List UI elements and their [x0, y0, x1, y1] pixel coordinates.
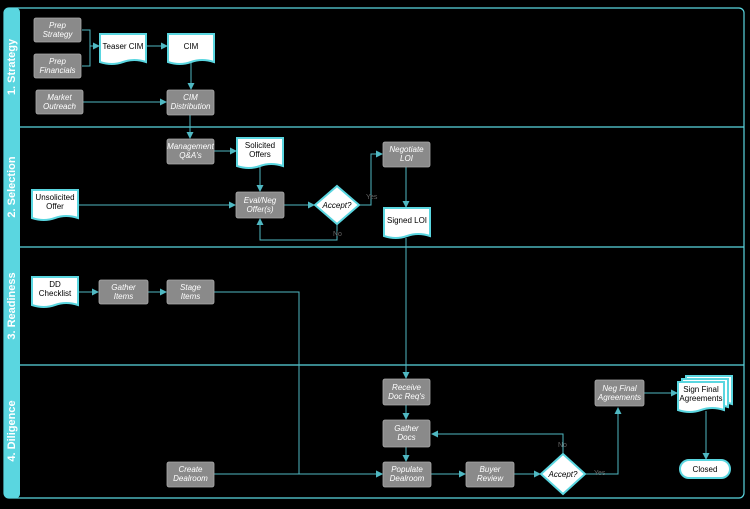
document-label: Agreements: [679, 394, 722, 403]
process-label: Management: [167, 142, 214, 151]
process-populate-dealroom[interactable]: Populate Dealroom: [382, 461, 432, 488]
process-label: Neg Final: [602, 384, 636, 393]
connector: [82, 45, 99, 67]
lane-label-selection: 2. Selection: [6, 156, 18, 217]
terminal-closed[interactable]: Closed: [679, 459, 731, 479]
process-label: Outreach: [43, 102, 76, 111]
process-buyer-review[interactable]: Buyer Review: [465, 461, 515, 488]
swimlane-frame: [3, 7, 745, 499]
documents: Teaser CIM CIM Solicited Offers Unsolici…: [31, 33, 733, 413]
lane-label-diligence: 4. Diligence: [6, 400, 18, 461]
document-label: Offers: [249, 150, 271, 159]
process-cim-distribution[interactable]: CIM Distribution: [166, 89, 215, 116]
process-label: Prep: [49, 21, 66, 30]
document-label: Offer: [46, 202, 64, 211]
decision-accept-diligence[interactable]: Accept?: [539, 452, 587, 496]
document-cim[interactable]: CIM: [167, 33, 215, 65]
lane-label-strategy: 1. Strategy: [6, 38, 18, 95]
document-label: Sign Final: [683, 385, 719, 394]
process-label: LOI: [400, 154, 414, 163]
decisions: Accept? Accept?: [313, 184, 587, 496]
process-gather-items[interactable]: Gather Items: [98, 279, 149, 305]
process-label: Negotiate: [389, 145, 424, 154]
process-label: Dealroom: [390, 474, 425, 483]
process-gather-docs[interactable]: Gather Docs: [382, 419, 431, 448]
process-label: Market: [47, 93, 72, 102]
process-create-dealroom[interactable]: Create Dealroom: [166, 461, 215, 488]
process-label: Receive: [392, 383, 421, 392]
process-label: Create: [178, 465, 203, 474]
connectors: [78, 29, 710, 478]
process-label: Distribution: [170, 102, 211, 111]
decision-accept-selection[interactable]: Accept?: [313, 184, 361, 226]
process-label: Agreements: [597, 393, 641, 402]
process-label: Gather: [111, 283, 136, 292]
document-stack-front: [677, 381, 725, 413]
process-neg-final-agreements[interactable]: Neg Final Agreements: [594, 379, 645, 407]
process-label: Prep: [49, 57, 66, 66]
connector-no: [256, 218, 338, 241]
document-solicited-offers[interactable]: Solicited Offers: [236, 137, 284, 169]
process-receive-doc-reqs[interactable]: Receive Doc Req's: [382, 378, 431, 406]
lane-header-bar: [4, 8, 20, 498]
process-prep-financials[interactable]: Prep Financials: [33, 53, 82, 79]
document-dd-checklist[interactable]: DD Checklist: [31, 276, 79, 308]
process-prep-strategy[interactable]: Prep Strategy: [33, 17, 82, 43]
process-label: Gather: [394, 424, 419, 433]
process-label: Q&A's: [179, 151, 201, 160]
decision-label: Accept?: [322, 201, 352, 210]
document-label: CIM: [184, 42, 199, 51]
terminal-label: Closed: [693, 465, 718, 474]
no-label: No: [558, 442, 567, 449]
connector-yes: [359, 150, 383, 206]
process-label: Populate: [391, 465, 423, 474]
process-label: Dealroom: [173, 474, 208, 483]
document-label: Signed LOI: [387, 216, 427, 225]
process-eval-neg-offers[interactable]: Eval/Neg Offer(s): [235, 191, 285, 219]
process-label: Docs: [397, 433, 415, 442]
document-label: Unsolicited: [35, 193, 74, 202]
document-label: Checklist: [39, 289, 72, 298]
connector-yes: [586, 407, 622, 475]
process-negotiate-loi[interactable]: Negotiate LOI: [382, 141, 431, 168]
no-label: No: [333, 231, 342, 238]
process-management-qa[interactable]: Management Q&A's: [166, 138, 215, 165]
document-label: Teaser CIM: [103, 42, 144, 51]
document-teaser-cim[interactable]: Teaser CIM: [99, 33, 147, 65]
lane-label-readiness: 3. Readiness: [6, 272, 18, 339]
process-label: Stage: [180, 283, 201, 292]
process-label: Doc Req's: [388, 392, 425, 401]
swimlanes: 1. Strategy 2. Selection 3. Readiness 4.…: [3, 7, 745, 499]
document-label: Solicited: [245, 141, 275, 150]
process-market-outreach[interactable]: Market Outreach: [35, 89, 84, 115]
document-unsolicited-offer[interactable]: Unsolicited Offer: [31, 189, 79, 221]
decision-label: Accept?: [548, 470, 578, 479]
document-label: DD: [49, 280, 61, 289]
document-signed-loi[interactable]: Signed LOI: [383, 207, 431, 239]
process-label: Offer(s): [246, 205, 273, 214]
process-steps: Prep Strategy Prep Financials Market Out…: [33, 17, 645, 488]
process-label: Financials: [39, 66, 75, 75]
yes-label: Yes: [594, 470, 606, 477]
process-label: Strategy: [43, 30, 74, 39]
process-label: Review: [477, 474, 504, 483]
yes-label: Yes: [366, 194, 378, 201]
process-label: Items: [181, 292, 201, 301]
connector-labels: Yes No No Yes: [333, 194, 606, 477]
process-label: Items: [114, 292, 134, 301]
process-label: CIM: [183, 93, 198, 102]
connector-no: [431, 430, 564, 454]
process-label: Buyer: [480, 465, 501, 474]
process-label: Eval/Neg: [244, 196, 277, 205]
process-stage-items[interactable]: Stage Items: [166, 279, 215, 305]
document-sign-final-agreements[interactable]: Sign Final Agreements: [677, 375, 733, 413]
